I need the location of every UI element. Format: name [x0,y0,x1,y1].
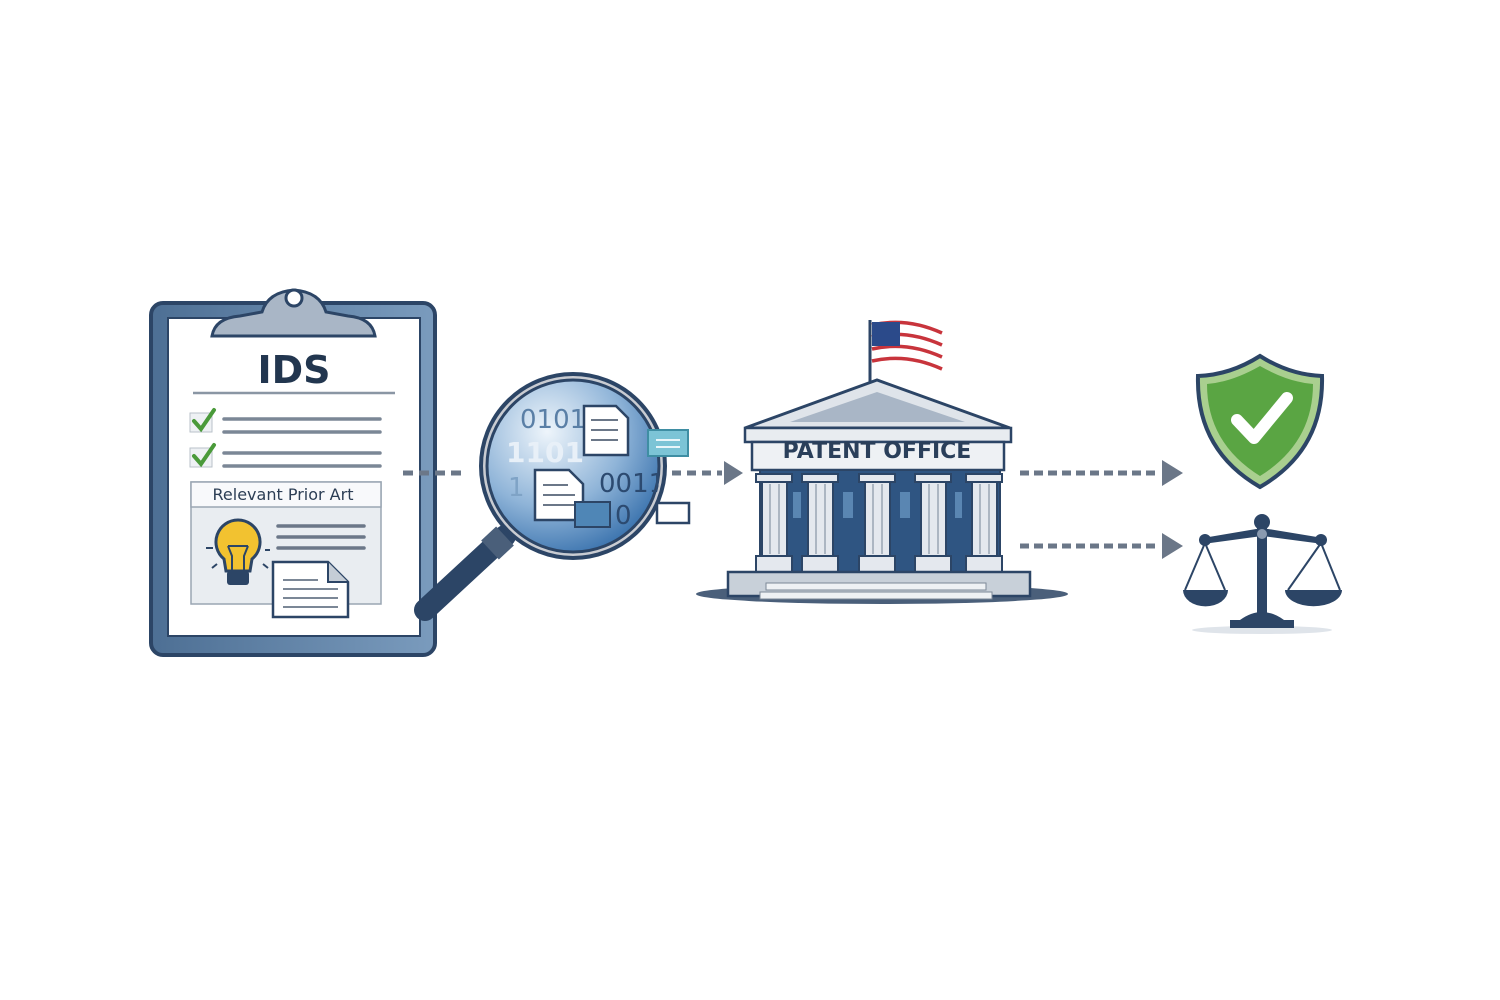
checkbox-icon [190,445,214,467]
binary-text: 0101 [520,405,586,435]
section-label: Relevant Prior Art [213,485,354,504]
building-label: PATENT OFFICE [783,439,972,464]
flag-icon [870,319,942,384]
binary-text: 00110 [599,469,682,499]
clipboard-icon: IDS Relevant Prior Art [151,290,435,655]
binary-text: 1 [508,473,525,503]
arrow-icon [672,461,743,485]
scales-icon [1183,514,1342,634]
binary-text: 1101 [506,436,584,469]
document-icon [273,562,348,617]
magnifier-icon: 0101 1101 1 00110 0 [425,374,689,610]
arrow-icon [1020,533,1183,559]
clipboard-title: IDS [257,348,330,392]
checkbox-icon [190,410,214,432]
binary-text: 0 [615,501,632,531]
arrow-icon [1020,460,1183,486]
shield-check-icon [1198,356,1322,487]
building-icon: PATENT OFFICE [696,319,1068,604]
document-icon [584,406,628,455]
